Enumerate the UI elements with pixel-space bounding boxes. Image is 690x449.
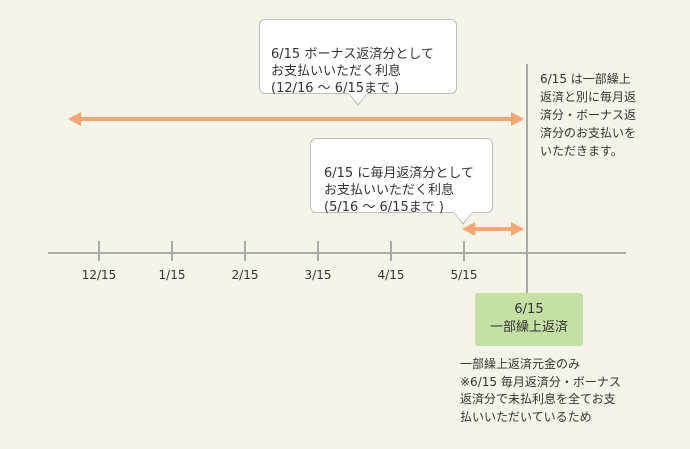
prepayment-footnote: 一部繰上返済元金のみ ※6/15 毎月返済分・ボーナス 返済分で未払利息を全てお… [460, 357, 621, 424]
tick-label-12-15: 12/15 [81, 268, 117, 282]
bonus-interest-callout: 6/15 ボーナス返済分として お支払いいただく利息 (12/16 〜 6/15… [259, 19, 457, 106]
bonus-interest-text: 6/15 ボーナス返済分として お支払いいただく利息 (12/16 〜 6/15… [271, 47, 434, 96]
callout-tail-fill [348, 92, 368, 104]
tick-label-4-15: 4/15 [377, 268, 405, 282]
event-label: 一部繰上返済 [489, 320, 568, 335]
tick-label-3-15: 3/15 [304, 268, 332, 282]
tick-label-1-15: 1/15 [158, 268, 186, 282]
tick-label-5-15: 5/15 [450, 268, 478, 282]
prepayment-event-box: 6/15 一部繰上返済 [475, 293, 583, 346]
monthly-interest-callout: 6/15 に毎月返済分として お支払いいただく利息 (5/16 〜 6/15まで… [310, 138, 493, 225]
monthly-interest-text: 6/15 に毎月返済分として お支払いいただく利息 (5/16 〜 6/15まで… [324, 166, 474, 215]
payment-note: 6/15 は一部繰上 返済と別に毎月返 済分・ボーナス返 済分のお支払いを いた… [540, 72, 637, 158]
callout-tail-fill [453, 211, 473, 223]
tick-label-2-15: 2/15 [231, 268, 259, 282]
monthly-period-arrow [462, 222, 524, 236]
bonus-period-arrow [68, 112, 524, 126]
event-date: 6/15 [514, 302, 544, 317]
